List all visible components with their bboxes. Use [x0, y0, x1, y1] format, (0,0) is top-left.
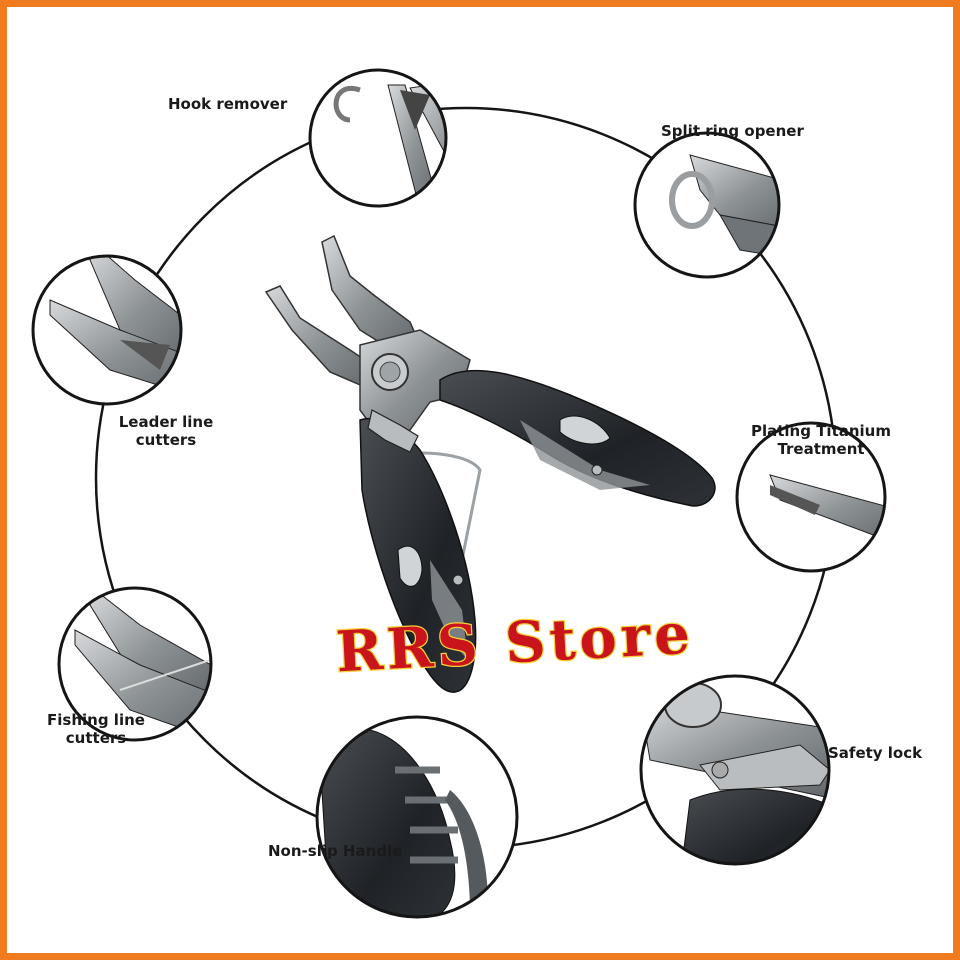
bubble-leader-line-cutters: [31, 254, 183, 406]
label-plating-titanium: Plating Titanium Treatment: [738, 422, 904, 458]
bubble-safety-lock: [639, 674, 831, 866]
bubble-plating-titanium: [735, 421, 887, 573]
bubble-fishing-line-cutters: [57, 586, 213, 742]
bubble-non-slip-handle: [315, 715, 519, 919]
label-hook-remover: Hook remover: [168, 95, 288, 113]
label-fishing-line-cutters-line1: Fishing line: [47, 711, 145, 729]
pliers-main-image: [264, 234, 716, 693]
label-leader-line-cutters: Leader line cutters: [110, 413, 222, 449]
label-safety-lock: Safety lock: [828, 744, 923, 762]
label-leader-line-cutters-line1: Leader line: [118, 413, 214, 431]
label-split-ring-opener: Split ring opener: [661, 122, 804, 140]
label-fishing-line-cutters-line2: cutters: [65, 729, 127, 747]
bubble-split-ring-opener: [633, 131, 781, 279]
label-fishing-line-cutters: Fishing line cutters: [40, 711, 152, 747]
label-plating-titanium-line2: Treatment: [777, 440, 865, 458]
label-non-slip-handle: Non-slip Handle: [268, 842, 403, 860]
label-leader-line-cutters-line2: cutters: [135, 431, 197, 449]
store-watermark-text: RRS Store: [335, 604, 696, 684]
bubble-hook-remover: [308, 68, 448, 208]
label-plating-titanium-line1: Plating Titanium: [750, 422, 891, 440]
store-watermark: RRS Store: [333, 604, 696, 684]
